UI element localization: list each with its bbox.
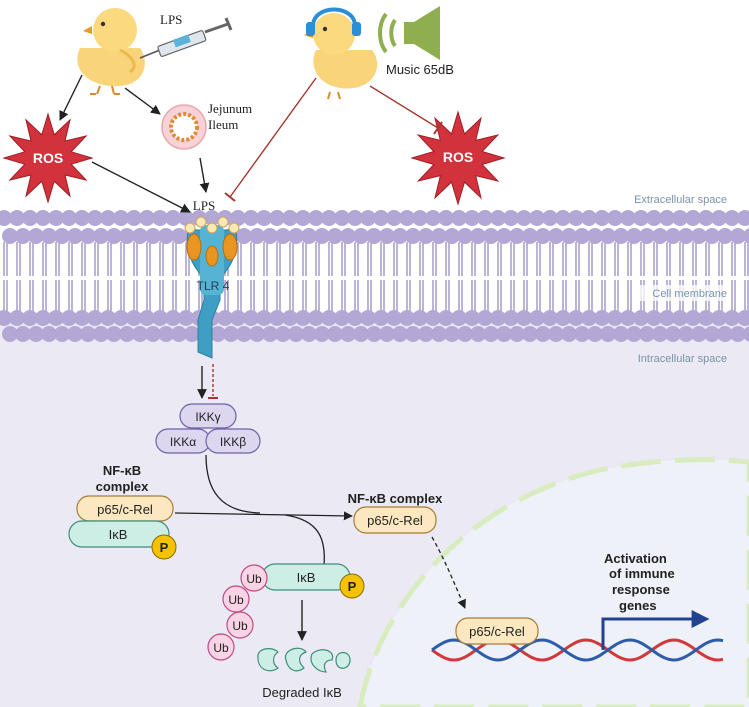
ros-burst-right	[410, 110, 506, 206]
svg-text:p65/c-Rel: p65/c-Rel	[469, 624, 525, 639]
arrow-chick-to-intestine	[124, 87, 161, 115]
svg-text:IKKγ: IKKγ	[195, 410, 220, 424]
svg-text:P: P	[348, 579, 357, 594]
svg-text:IKKβ: IKKβ	[220, 435, 246, 449]
intestine-icon	[161, 104, 207, 150]
ubiquitin-chain: Ub Ub Ub Ub	[207, 564, 268, 661]
inhibit-music-to-lps	[229, 77, 317, 198]
chick-lps-icon	[77, 8, 145, 95]
ros-burst-left	[2, 112, 94, 204]
cell-membrane	[0, 210, 749, 342]
ileum-label: Ileum	[208, 117, 238, 132]
nfkb-complex-right-title: NF-κB complex	[348, 491, 443, 506]
nucleus	[357, 457, 749, 707]
ros-label-left: ROS	[33, 150, 63, 166]
p65-box-right	[353, 506, 437, 534]
tlr4-label: TLR 4	[197, 279, 230, 293]
arrow-nfkb-translocation	[174, 511, 353, 521]
nfkb-complex-title-2: complex	[96, 479, 150, 494]
ikk-gamma-box	[179, 403, 237, 429]
arrow-into-nucleus	[431, 536, 466, 609]
arrow-ros-to-tlr4	[91, 161, 191, 213]
ros-label-right: ROS	[443, 149, 473, 165]
p65-box-dna	[455, 617, 539, 645]
svg-text:IκB: IκB	[109, 527, 128, 542]
phospho-ub	[339, 573, 365, 599]
activation-label-2: of immune	[609, 566, 675, 581]
svg-text:Ub: Ub	[228, 593, 244, 607]
headphones-icon	[306, 7, 361, 36]
syringe-icon	[139, 17, 233, 59]
intracellular-label: Intracellular space	[638, 353, 727, 365]
jejunum-label: Jejunum	[208, 101, 252, 116]
ikk-beta-box	[205, 428, 261, 454]
svg-text:Ub: Ub	[213, 641, 229, 655]
nfkb-complex-title-1: NF-κB	[103, 463, 141, 478]
speaker-icon	[378, 6, 440, 60]
svg-text:Ub: Ub	[246, 572, 262, 586]
lps-top-label: LPS	[160, 12, 182, 27]
chick-music-icon	[304, 13, 378, 100]
svg-text:IκB: IκB	[297, 570, 316, 585]
ikk-complex: IKKγ IKKα IKKβ	[155, 403, 261, 454]
arrow-intestine-to-lps	[199, 157, 210, 193]
extracellular-label: Extracellular space	[634, 194, 727, 206]
music-label: Music 65dB	[386, 62, 454, 77]
svg-text:P: P	[160, 540, 169, 555]
activation-label-1: Activation	[604, 551, 667, 566]
branch-to-ubiquitination	[284, 514, 325, 567]
svg-text:p65/c-Rel: p65/c-Rel	[367, 513, 423, 528]
svg-text:Ub: Ub	[232, 619, 248, 633]
ikb-box-left	[68, 520, 170, 548]
degraded-label: Degraded IκB	[262, 685, 342, 700]
tlr4-receptor	[184, 216, 240, 359]
activation-label-3: response	[612, 582, 670, 597]
phospho-left	[151, 534, 177, 560]
ikk-pathway-curve	[205, 454, 261, 514]
gene-activation-arrow	[601, 610, 710, 650]
membrane-label: Cell membrane	[652, 288, 727, 300]
degraded-ikb-fragments	[257, 647, 351, 673]
lps-receptor-label: LPS	[193, 198, 215, 213]
dna-helix	[431, 638, 724, 662]
svg-text:p65/c-Rel: p65/c-Rel	[97, 502, 153, 517]
inhibit-music-to-ros	[369, 85, 439, 129]
arrow-chick-to-ros	[59, 74, 83, 121]
svg-text:IKKα: IKKα	[170, 435, 196, 449]
activation-label-4: genes	[619, 598, 657, 613]
